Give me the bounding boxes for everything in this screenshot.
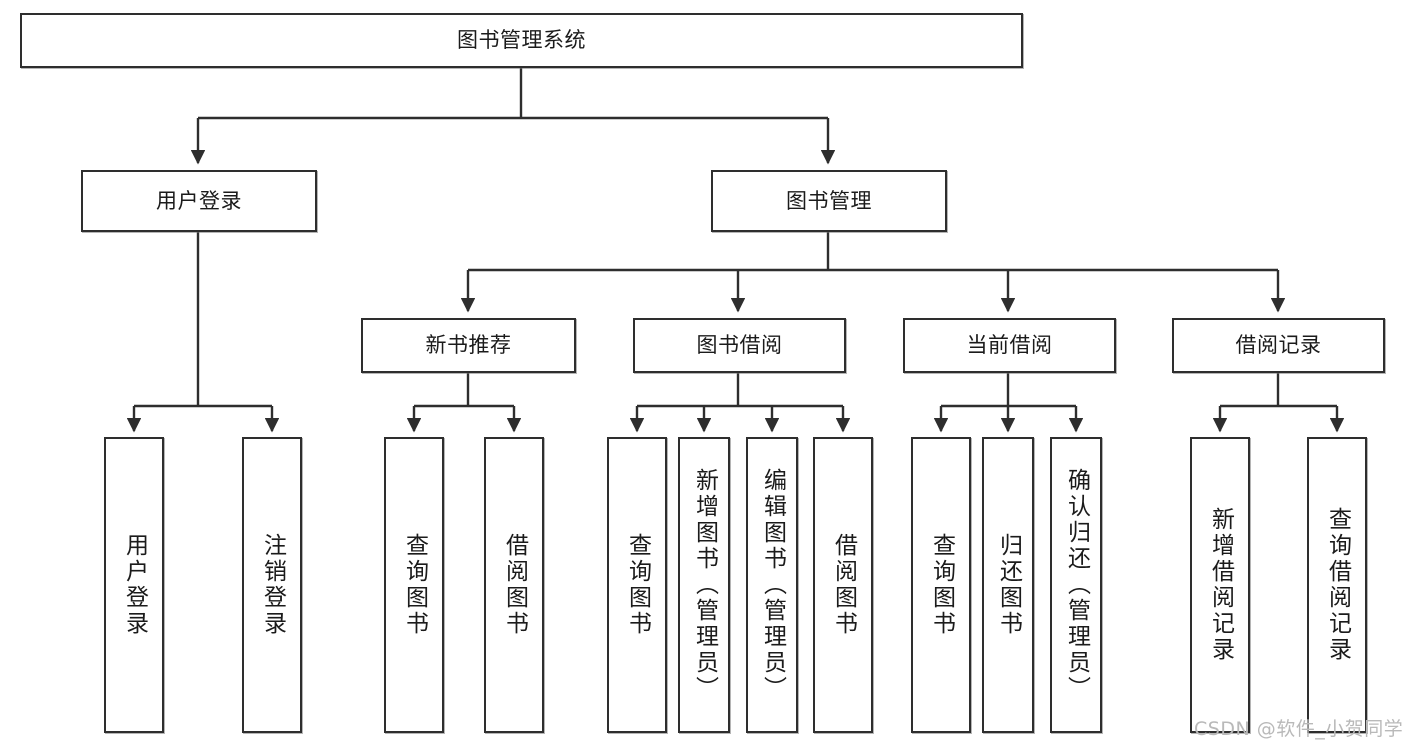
node-leaf-logout[interactable]: 注销登录 (242, 437, 302, 733)
node-label: 查询图书 (928, 533, 955, 637)
node-label: 图书管理系统 (457, 28, 586, 53)
node-label: 借阅图书 (830, 533, 857, 637)
node-user-login[interactable]: 用户登录 (81, 170, 317, 232)
node-label: 注销登录 (259, 533, 286, 637)
node-leaf-borrow-book-recommend[interactable]: 借阅图书 (484, 437, 544, 733)
csdn-watermark: CSDN @软件_小贺同学 (1194, 718, 1404, 740)
node-leaf-query-book-current[interactable]: 查询图书 (911, 437, 971, 733)
node-leaf-borrow-book-borrow[interactable]: 借阅图书 (813, 437, 873, 733)
node-leaf-edit-book-admin[interactable]: 编辑图书（管理员） (746, 437, 798, 733)
node-leaf-query-book-recommend[interactable]: 查询图书 (384, 437, 444, 733)
node-new-book-recommendation[interactable]: 新书推荐 (361, 318, 576, 373)
node-leaf-add-borrow-record[interactable]: 新增借阅记录 (1190, 437, 1250, 733)
node-label: 图书借阅 (696, 333, 783, 358)
node-label: 用户登录 (121, 533, 148, 637)
node-leaf-user-login[interactable]: 用户登录 (104, 437, 164, 733)
node-borrowing-records[interactable]: 借阅记录 (1172, 318, 1385, 373)
node-label: 查询图书 (401, 533, 428, 637)
node-label: 新增借阅记录 (1207, 507, 1234, 663)
node-label: 归还图书 (995, 533, 1022, 637)
node-label: 用户登录 (156, 188, 242, 213)
node-leaf-query-borrow-record[interactable]: 查询借阅记录 (1307, 437, 1367, 733)
node-label: 编辑图书（管理员） (759, 468, 786, 702)
node-label: 借阅记录 (1235, 333, 1322, 358)
node-leaf-confirm-return-admin[interactable]: 确认归还（管理员） (1050, 437, 1102, 733)
node-book-borrowing[interactable]: 图书借阅 (633, 318, 846, 373)
node-book-management[interactable]: 图书管理 (711, 170, 947, 232)
node-label: 图书管理 (786, 188, 872, 213)
node-label: 新增图书（管理员） (691, 468, 718, 702)
node-label: 查询借阅记录 (1324, 507, 1351, 663)
node-label: 新书推荐 (425, 333, 512, 358)
node-leaf-query-book-borrow[interactable]: 查询图书 (607, 437, 667, 733)
node-label: 当前借阅 (966, 333, 1053, 358)
node-current-borrowing[interactable]: 当前借阅 (903, 318, 1116, 373)
node-label: 查询图书 (624, 533, 651, 637)
node-root-book-management-system[interactable]: 图书管理系统 (20, 13, 1023, 68)
node-label: 确认归还（管理员） (1063, 468, 1090, 702)
node-leaf-return-book[interactable]: 归还图书 (982, 437, 1034, 733)
node-label: 借阅图书 (501, 533, 528, 637)
node-leaf-add-book-admin[interactable]: 新增图书（管理员） (678, 437, 730, 733)
